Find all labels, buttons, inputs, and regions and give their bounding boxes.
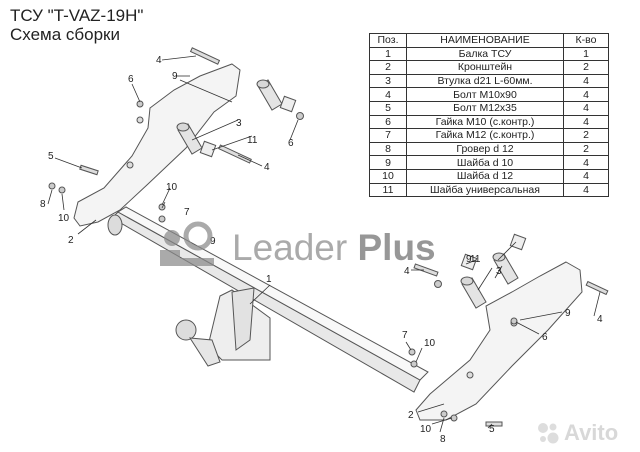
- callout-label: 10: [420, 424, 432, 435]
- header-name: НАИМЕНОВАНИЕ: [406, 33, 564, 48]
- callout-label: 5: [48, 151, 54, 162]
- cell-name: Гайка М12 (с.контр.): [406, 128, 564, 143]
- leader-plus-watermark: Leader Plus: [150, 220, 436, 276]
- right-bracket: [415, 261, 583, 421]
- cell-name: Кронштейн: [406, 60, 564, 75]
- cell-name: Шайба d 10: [406, 155, 564, 170]
- callout-label: 10: [424, 338, 436, 349]
- cell-qty: 4: [563, 87, 609, 102]
- subtitle: Схема сборки: [10, 25, 120, 44]
- left-bracket: [73, 63, 241, 227]
- model-title: ТСУ "T-VAZ-19H": [10, 6, 144, 25]
- callout-label: 7: [402, 330, 408, 341]
- cell-qty: 4: [563, 114, 609, 130]
- cell-name: Болт М10х90: [406, 87, 564, 102]
- callout-label: 11: [247, 135, 258, 146]
- cell-qty: 4: [563, 100, 609, 116]
- callout-label: 4: [156, 55, 162, 66]
- table-header-row: Поз. НАИМЕНОВАНИЕ К-во: [369, 33, 609, 48]
- watermark-bold: Plus: [357, 227, 436, 268]
- cell-pos: 3: [369, 73, 407, 89]
- cell-pos: 6: [369, 114, 407, 130]
- callout-label: 6: [542, 332, 548, 343]
- callout-label: 5: [489, 424, 495, 435]
- cell-pos: 5: [369, 100, 407, 116]
- avito-dots-icon: [538, 423, 559, 444]
- cell-pos: 9: [369, 155, 407, 170]
- callout-label: 10: [166, 182, 178, 193]
- callout-label: 2: [408, 410, 414, 421]
- cell-qty: 4: [563, 155, 609, 170]
- cell-name: Болт М12х35: [406, 100, 564, 116]
- cell-pos: 2: [369, 60, 407, 75]
- cell-pos: 1: [369, 46, 407, 62]
- cell-pos: 8: [369, 141, 407, 157]
- watermark-text: Leader Plus: [232, 227, 436, 269]
- cell-pos: 7: [369, 128, 407, 143]
- cell-qty: 4: [563, 182, 609, 198]
- callout-label: 4: [264, 162, 270, 173]
- callout-label: 4: [597, 314, 603, 325]
- callout-label: 8: [440, 434, 446, 445]
- watermark-regular: Leader: [232, 227, 358, 268]
- callout-label: 11: [470, 254, 481, 265]
- header-qty: К-во: [563, 33, 609, 48]
- callout-label: 6: [128, 74, 134, 85]
- callout-label: 10: [58, 213, 70, 224]
- cell-qty: 2: [563, 128, 609, 143]
- cell-name: Шайба универсальная: [406, 182, 564, 198]
- callout-label: 6: [288, 138, 294, 149]
- towbar-logo-icon: [160, 221, 214, 266]
- diagram-title: ТСУ "T-VAZ-19H" Схема сборки: [10, 6, 143, 44]
- callout-label: 2: [68, 235, 74, 246]
- callout-label: 3: [236, 118, 242, 129]
- cell-qty: 4: [563, 73, 609, 89]
- callout-label: 9: [565, 308, 571, 319]
- cell-pos: 4: [369, 87, 407, 102]
- cell-qty: 2: [563, 141, 609, 157]
- callout-label: 9: [172, 71, 178, 82]
- callout-label: 9: [210, 236, 216, 247]
- avito-text: Avito: [564, 420, 619, 445]
- header-pos: Поз.: [369, 33, 407, 48]
- callout-label: 4: [404, 266, 410, 277]
- callout-label: 3: [496, 266, 502, 277]
- cell-name: Гровер d 12: [406, 141, 564, 157]
- cell-name: Гайка М10 (с.контр.): [406, 114, 564, 130]
- callout-label: 7: [184, 207, 190, 218]
- cell-pos: 10: [369, 168, 407, 184]
- avito-watermark: Avito: [536, 420, 618, 446]
- cell-qty: 1: [563, 46, 609, 62]
- cell-name: Шайба d 12: [406, 168, 564, 184]
- tow-ball: [175, 319, 197, 341]
- cell-name: Балка ТСУ: [406, 46, 564, 62]
- cell-name: Втулка d21 L-60мм.: [406, 73, 564, 89]
- cell-pos: 11: [369, 182, 407, 198]
- cell-qty: 2: [563, 60, 609, 75]
- cell-qty: 4: [563, 168, 609, 184]
- callout-label: 1: [266, 274, 272, 285]
- callout-label: 8: [40, 199, 46, 210]
- callout-label: 9: [466, 254, 472, 265]
